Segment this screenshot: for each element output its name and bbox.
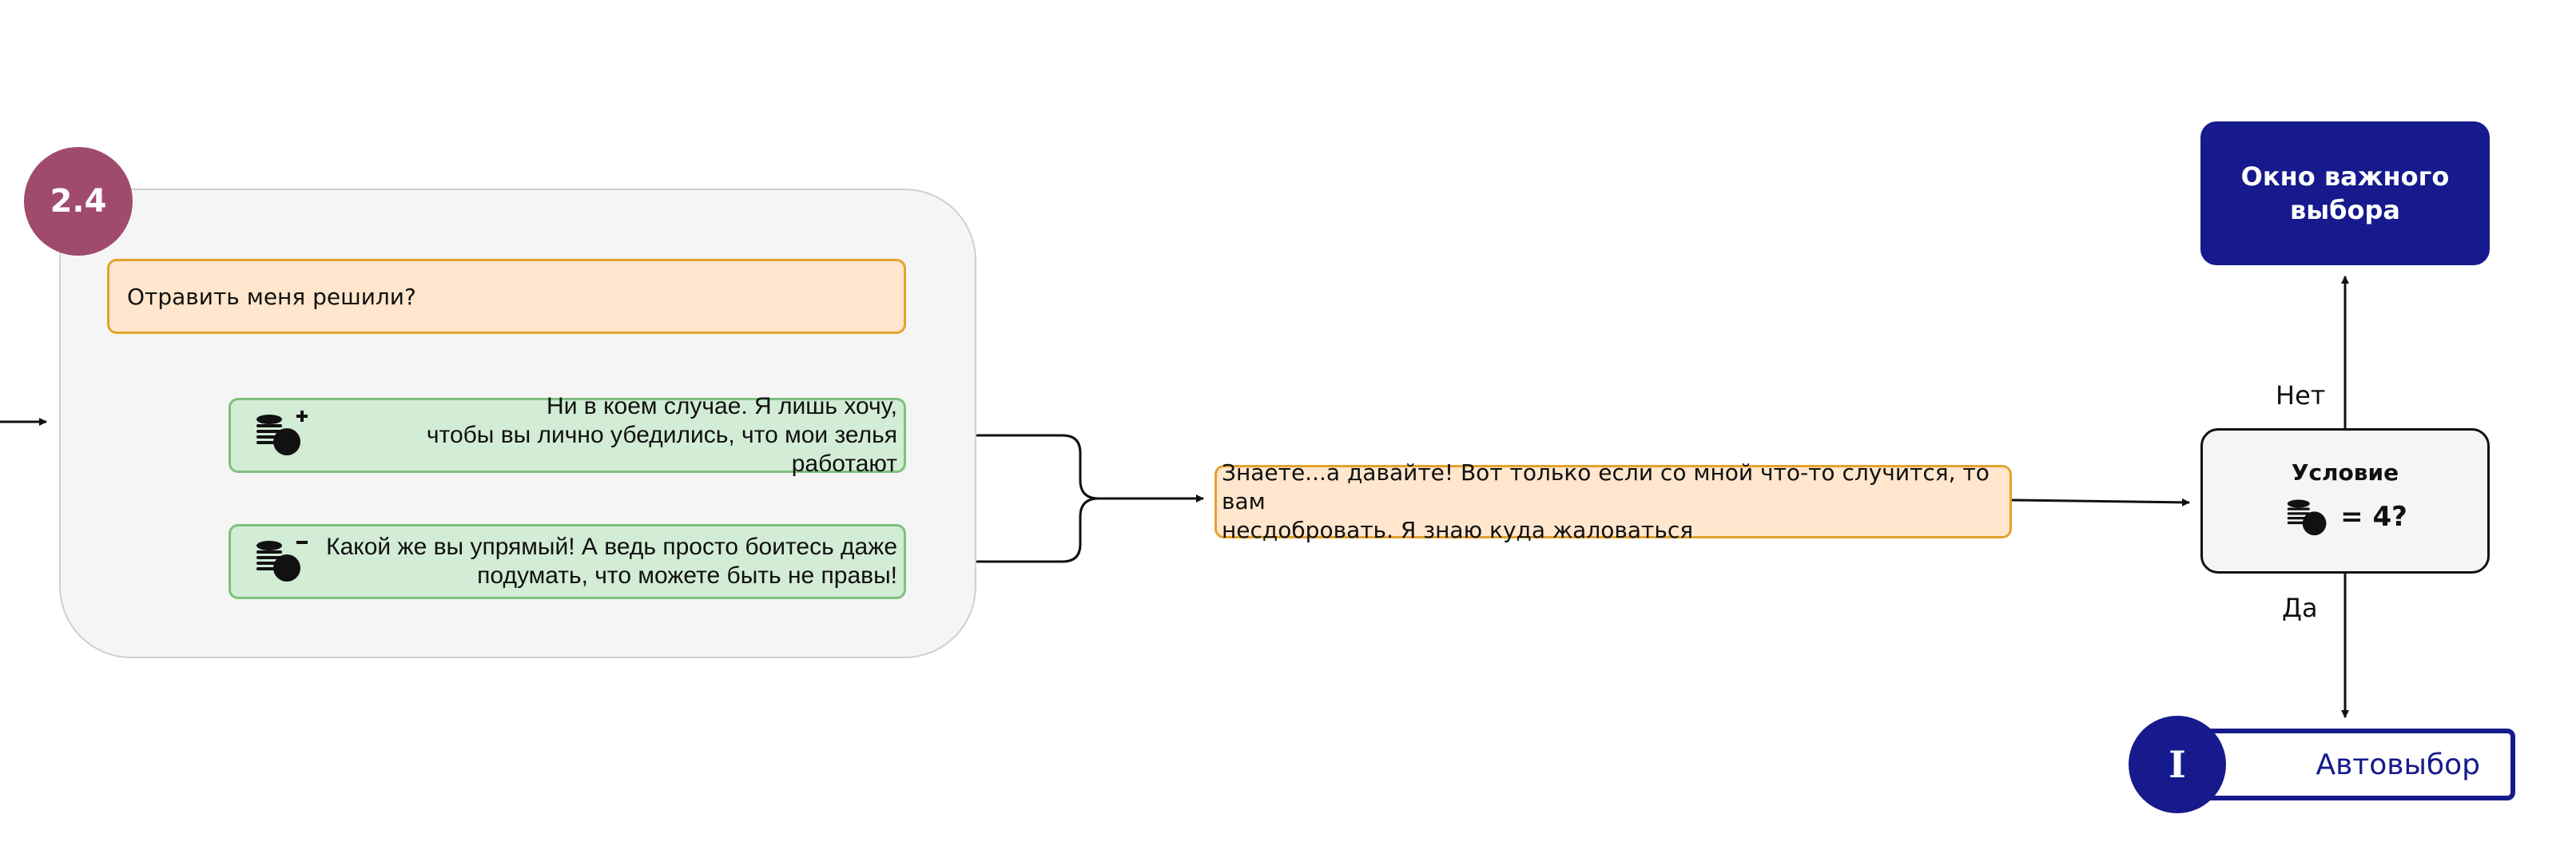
edge-label-yes: Да — [2282, 593, 2318, 623]
important-choice-line-2: выбора — [2289, 195, 2400, 225]
step-number: 2.4 — [50, 183, 107, 220]
step-badge: 2.4 — [24, 147, 133, 256]
coins-plus-icon — [256, 411, 308, 455]
npc-reply-text: Знаете...а давайте! Вот только если со м… — [1222, 459, 2002, 545]
important-choice-line-1: Окно важного — [2240, 161, 2450, 192]
auto-choice-label: Автовыбор — [2316, 748, 2480, 781]
auto-choice-node[interactable]: Автовыбор — [2189, 729, 2515, 800]
npc-reply-line-2: несдобровать. Я знаю куда жаловаться — [1222, 517, 1694, 543]
condition-expression: = 4? — [2340, 500, 2407, 533]
important-choice-text: Окно важного выбора — [2241, 160, 2450, 227]
reply-option-1[interactable]: Ни в коем случае. Я лишь хочу, чтобы вы … — [229, 393, 906, 477]
auto-choice-badge-text: I — [2169, 743, 2186, 786]
important-choice-node[interactable]: Окно важного выбора — [2200, 121, 2490, 265]
reply-option-1-line-2: чтобы вы лично убедились, что мои зелья … — [426, 422, 897, 477]
reply-option-2-text: Какой же вы упрямый! А ведь просто боите… — [316, 533, 904, 590]
condition-expression-row: = 4? — [2283, 491, 2407, 543]
reply-option-2-line-1: Какой же вы упрямый! А ведь просто боите… — [326, 534, 897, 560]
connector-npc-reply-to-condition — [2011, 498, 2190, 506]
reply-option-1-text: Ни в коем случае. Я лишь хочу, чтобы вы … — [316, 392, 904, 479]
npc-question-text: Отравить меня решили? — [127, 283, 416, 310]
condition-node[interactable]: Условие = 4? — [2200, 428, 2490, 574]
edge-label-no: Нет — [2276, 380, 2326, 411]
coins-minus-icon — [256, 541, 308, 582]
condition-title: Условие — [2291, 459, 2399, 486]
reply-option-1-line-1: Ни в коем случае. Я лишь хочу, — [547, 393, 897, 419]
npc-question-node[interactable]: Отравить меня решили? — [107, 259, 906, 334]
reply-option-2[interactable]: Какой же вы упрямый! А ведь просто боите… — [229, 524, 906, 599]
auto-choice-badge: I — [2129, 716, 2226, 813]
reply-option-2-line-2: подумать, что можете быть не правы! — [477, 562, 897, 589]
connector-reply-1-to-npc-reply — [906, 434, 1204, 502]
coins-icon — [2287, 499, 2327, 535]
npc-reply-node[interactable]: Знаете...а давайте! Вот только если со м… — [1214, 459, 2012, 543]
npc-reply-line-1: Знаете...а давайте! Вот только если со м… — [1222, 459, 1990, 514]
connector-reply-2-to-npc-reply — [906, 497, 1099, 563]
